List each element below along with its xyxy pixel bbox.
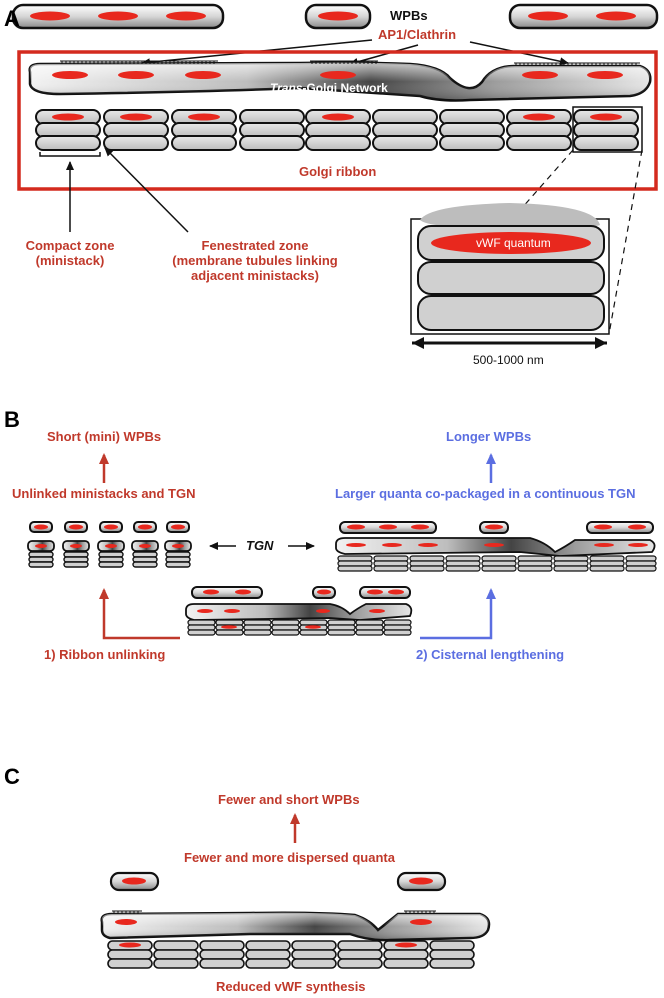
zoom-source-box — [572, 106, 643, 153]
label-wpbs: WPBs — [390, 8, 428, 23]
panel-letter-b: B — [4, 407, 20, 432]
compact-zone-line-1: Compact zone — [25, 238, 115, 253]
fen-zone-line-1: Fenestrated zone — [201, 238, 309, 253]
panel-letter-a: A — [4, 6, 20, 31]
label-vwf-quantum: vWF quantum — [476, 236, 551, 250]
quanta-stacks-a — [52, 113, 622, 121]
label-tgn: Trans-Golgi Network — [270, 81, 388, 95]
wpb-top-center — [304, 3, 372, 30]
golgi-ribbon-frame — [17, 50, 658, 191]
clathrin-coat-c — [112, 910, 436, 914]
label-ribbon-unlinking: 1) Ribbon unlinking — [44, 647, 166, 662]
fen-zone-line-2: (membrane tubules linking — [172, 253, 338, 268]
quanta-stacks-c — [119, 942, 417, 948]
arrow-ribbon-unlinking — [99, 588, 180, 640]
clathrin-coat-a — [60, 60, 640, 66]
fen-zone-line-3: adjacent ministacks) — [191, 268, 319, 283]
wpb-top-right — [508, 3, 659, 30]
cisternae-stacks-c — [107, 940, 475, 969]
wpb-top-left — [11, 3, 225, 30]
label-compact-zone: Compact zone (ministack) — [5, 238, 135, 268]
wpb-c-left — [109, 871, 160, 892]
unlinked-ministacks — [27, 521, 192, 568]
wpb-c-right — [396, 871, 447, 892]
cisternae-stacks-a — [35, 109, 639, 151]
label-unlinked-ministacks: Unlinked ministacks and TGN — [12, 486, 196, 501]
fenestrated-zone-arrow — [104, 147, 189, 233]
label-scale: 500-1000 nm — [473, 353, 544, 367]
zoom-box — [410, 203, 610, 335]
label-longer-wpbs: Longer WPBs — [446, 429, 532, 444]
label-short-wpbs: Short (mini) WPBs — [47, 429, 162, 444]
label-fewer-dispersed-quanta: Fewer and more dispersed quanta — [184, 850, 395, 865]
ministack-bracket — [39, 152, 101, 157]
label-golgi-ribbon: Golgi ribbon — [299, 164, 377, 179]
label-fewer-short-wpbs: Fewer and short WPBs — [218, 792, 360, 807]
central-golgi-stack — [185, 586, 413, 636]
label-cisternal-lengthening: 2) Cisternal lengthening — [416, 647, 565, 662]
label-larger-quanta: Larger quanta co-packaged in a continuou… — [335, 486, 636, 501]
label-reduced-vwf-synthesis: Reduced vWF synthesis — [216, 979, 366, 994]
label-ap1-clathrin: AP1/Clathrin — [378, 27, 457, 42]
scale-bar — [412, 337, 607, 349]
label-fenestrated-zone: Fenestrated zone (membrane tubules linki… — [155, 238, 355, 283]
panel-letter-c: C — [4, 764, 20, 789]
tgn-membrane-a — [28, 61, 652, 102]
tgn-membrane-c — [100, 911, 491, 942]
continuous-tgn-stack — [335, 521, 657, 572]
label-tgn-b: TGN — [246, 538, 274, 553]
zoom-line-right — [608, 149, 643, 335]
vwf-quantum-shape — [431, 232, 591, 254]
label-tgn-italic: Trans — [270, 81, 303, 95]
compact-zone-line-2: (ministack) — [35, 253, 105, 268]
label-tgn-rest: -Golgi Network — [302, 81, 388, 95]
arrow-cisternal-lengthening — [420, 588, 496, 640]
